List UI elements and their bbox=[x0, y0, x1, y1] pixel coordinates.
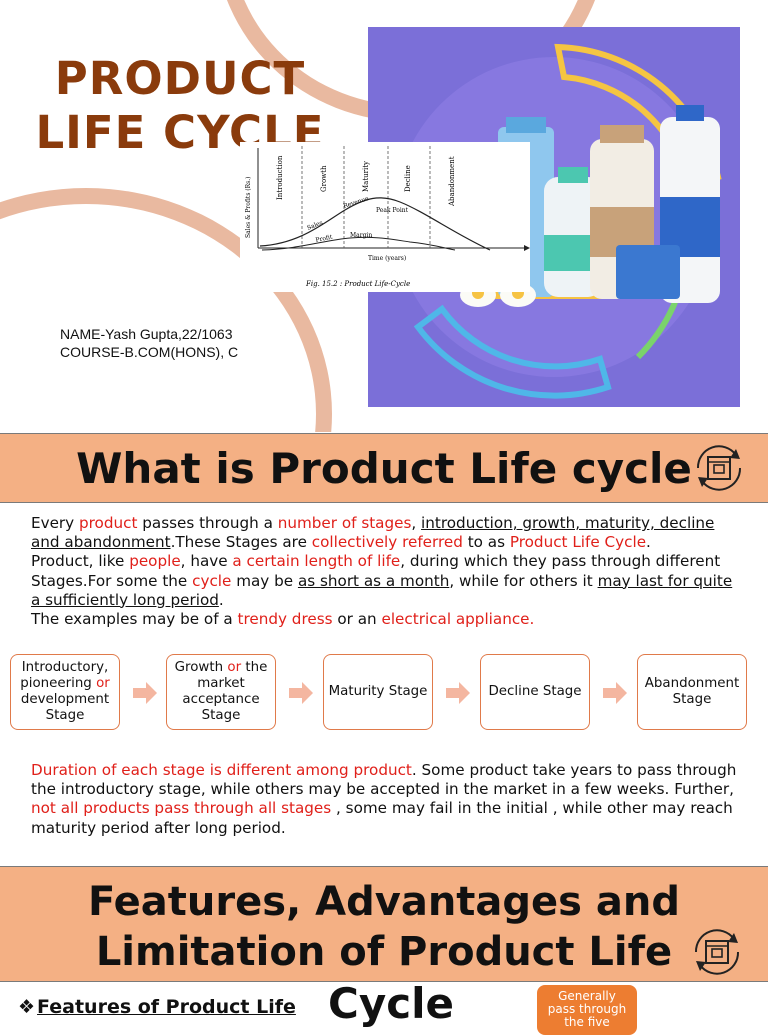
features-title: Features of Product Life bbox=[37, 996, 296, 1018]
author-course: COURSE-B.COM(HONS), C bbox=[60, 344, 239, 360]
author-info: NAME-Yash Gupta,22/1063 COURSE-B.COM(HON… bbox=[60, 325, 238, 361]
duration-paragraph: Duration of each stage is different amon… bbox=[31, 761, 737, 837]
life-length-paragraph: Product, like people, have a certain len… bbox=[31, 552, 733, 609]
stage-introductory: Introductory, pioneering or development … bbox=[10, 654, 120, 730]
arrow-right-icon bbox=[446, 682, 470, 704]
stage-decline: Decline Stage bbox=[480, 654, 590, 730]
features-heading: ❖Features of Product Life bbox=[18, 995, 296, 1019]
product-life-cycle-figure: Introduction Growth Maturity Decline Aba… bbox=[240, 142, 530, 292]
examples-paragraph: The examples may be of a trendy dress or… bbox=[31, 610, 535, 629]
slide3-heading: Features, Advantages and Limitation of P… bbox=[87, 879, 681, 975]
product-cycle-icon bbox=[696, 445, 742, 491]
stage-label-abandonment: Abandonment bbox=[448, 156, 456, 207]
definition-paragraph: Every product passes through a number of… bbox=[31, 514, 715, 552]
stage-abandonment: Abandonment Stage bbox=[637, 654, 747, 730]
stage-growth: Growth or the market acceptance Stage bbox=[166, 654, 276, 730]
stage-label-growth: Growth bbox=[320, 165, 328, 192]
figure-caption: Fig. 15.2 : Product Life-Cycle bbox=[305, 280, 410, 288]
author-name: NAME-Yash Gupta,22/1063 bbox=[60, 326, 233, 342]
slide2-header-banner: What is Product Life cycle bbox=[0, 433, 768, 503]
curve-label-margin: Margin bbox=[350, 232, 372, 239]
product-cycle-icon bbox=[694, 929, 740, 975]
diamond-bullet-icon: ❖ bbox=[18, 996, 36, 1018]
arrow-right-icon bbox=[133, 682, 157, 704]
y-axis-label: Sales & Profits (Rs.) bbox=[245, 177, 252, 239]
stage-label-decline: Decline bbox=[404, 165, 412, 192]
duration-text: Duration of each stage is different amon… bbox=[31, 761, 743, 838]
slide3-heading-cycle: Cycle bbox=[328, 979, 454, 1028]
stage-maturity: Maturity Stage bbox=[323, 654, 433, 730]
curve-label-profit: Profit bbox=[315, 233, 334, 243]
arrow-right-icon bbox=[603, 682, 627, 704]
arrow-right-icon bbox=[289, 682, 313, 704]
x-axis-label: Time (years) bbox=[368, 255, 406, 262]
title-slide: PRODUCT LIFE CYCLE NAME-Yash Gupta,22/10… bbox=[0, 0, 768, 432]
slide3-header-banner: Features, Advantages and Limitation of P… bbox=[0, 866, 768, 982]
curve-label-peak-point: Peak Point bbox=[376, 207, 409, 214]
stage-label-maturity: Maturity bbox=[362, 161, 370, 192]
stage-label-introduction: Introduction bbox=[276, 155, 284, 200]
title-line-1: PRODUCT bbox=[54, 52, 306, 105]
slide2-heading: What is Product Life cycle bbox=[76, 444, 692, 493]
slide-title: PRODUCT LIFE CYCLE bbox=[20, 52, 340, 160]
definition-text: Every product passes through a number of… bbox=[31, 514, 741, 629]
stage-note-pill: Generally pass through the five bbox=[537, 985, 637, 1035]
